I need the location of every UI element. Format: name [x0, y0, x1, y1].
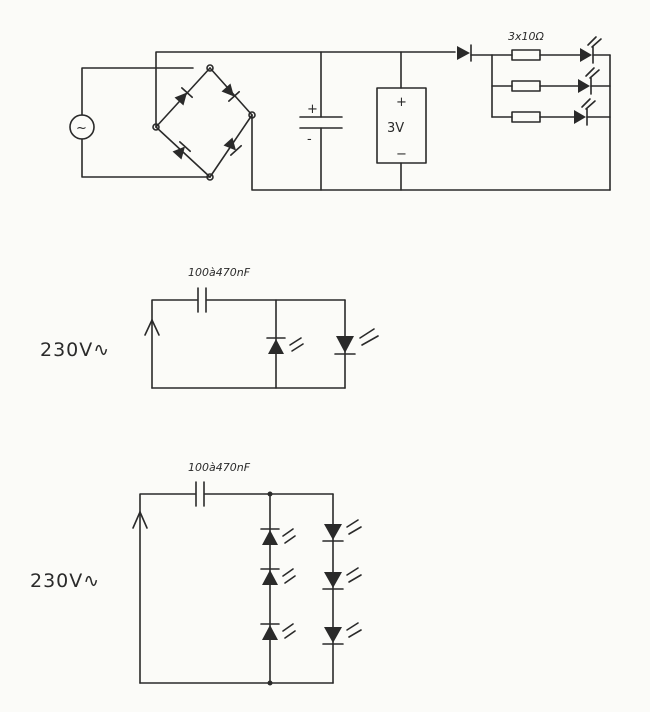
resistor-icon: [511, 80, 541, 92]
series-diode-icon: [457, 44, 472, 62]
resistor-label: 3x10Ω: [508, 30, 545, 43]
ac-source-icon: ~: [69, 114, 95, 140]
dropper-capacitor-icon: [195, 481, 205, 507]
led-down-icon: [334, 328, 379, 355]
circuit-2: 100à470nF 230V∿: [40, 266, 379, 389]
led-up-icon: [260, 528, 296, 545]
resistor-icon: [511, 49, 541, 61]
arrow-icon: [139, 511, 148, 529]
wire-left: [151, 299, 198, 389]
led-up-icon: [260, 568, 296, 585]
led-icon: [574, 98, 596, 126]
bridge-diode-icon: [172, 141, 192, 160]
wire-positive-rail: [155, 51, 456, 128]
wire-source-bottom: [81, 138, 211, 178]
capacitor-plus-label: +: [307, 102, 318, 117]
dropper-capacitor-icon: [197, 287, 207, 313]
arrow-icon: [151, 319, 160, 336]
led-icon: [580, 36, 602, 64]
wire-left: [139, 493, 196, 684]
arrow-icon: [132, 511, 141, 529]
led-branch-3: [491, 98, 611, 126]
voltage-label: 230V∿: [40, 339, 110, 361]
bridge-diode-icon: [223, 137, 243, 156]
wire-source-top: [81, 67, 194, 116]
led-branch-1: [491, 36, 611, 64]
ac-source-symbol: ~: [76, 121, 87, 136]
voltage-label: 230V∿: [30, 570, 100, 592]
capacitor-label: 100à470nF: [188, 461, 251, 474]
led-up-icon: [266, 337, 304, 354]
led-down-icon: [322, 519, 362, 542]
capacitor-minus-label: -: [307, 132, 312, 147]
resistor-icon: [511, 111, 541, 123]
led-up-icon: [260, 623, 296, 640]
led-down-icon: [322, 622, 362, 645]
battery-plus-label: +: [396, 95, 407, 110]
battery-voltage-label: 3V: [387, 121, 404, 136]
battery-3v: + 3V −: [376, 51, 427, 191]
arrow-icon: [144, 319, 153, 336]
filter-capacitor: + -: [299, 51, 343, 191]
battery-minus-label: −: [396, 147, 407, 162]
circuit-3: 100à470nF 230V∿: [30, 461, 362, 686]
bridge-diode-icon: [221, 83, 241, 102]
led-branch-2: [491, 67, 611, 95]
wire-negative-rail: [251, 114, 611, 191]
circuit-1: ~: [69, 30, 611, 191]
bridge-rectifier: [152, 64, 256, 181]
led-icon: [578, 67, 600, 95]
bridge-diode-icon: [174, 87, 194, 106]
capacitor-label: 100à470nF: [188, 266, 251, 279]
led-down-icon: [322, 567, 362, 590]
